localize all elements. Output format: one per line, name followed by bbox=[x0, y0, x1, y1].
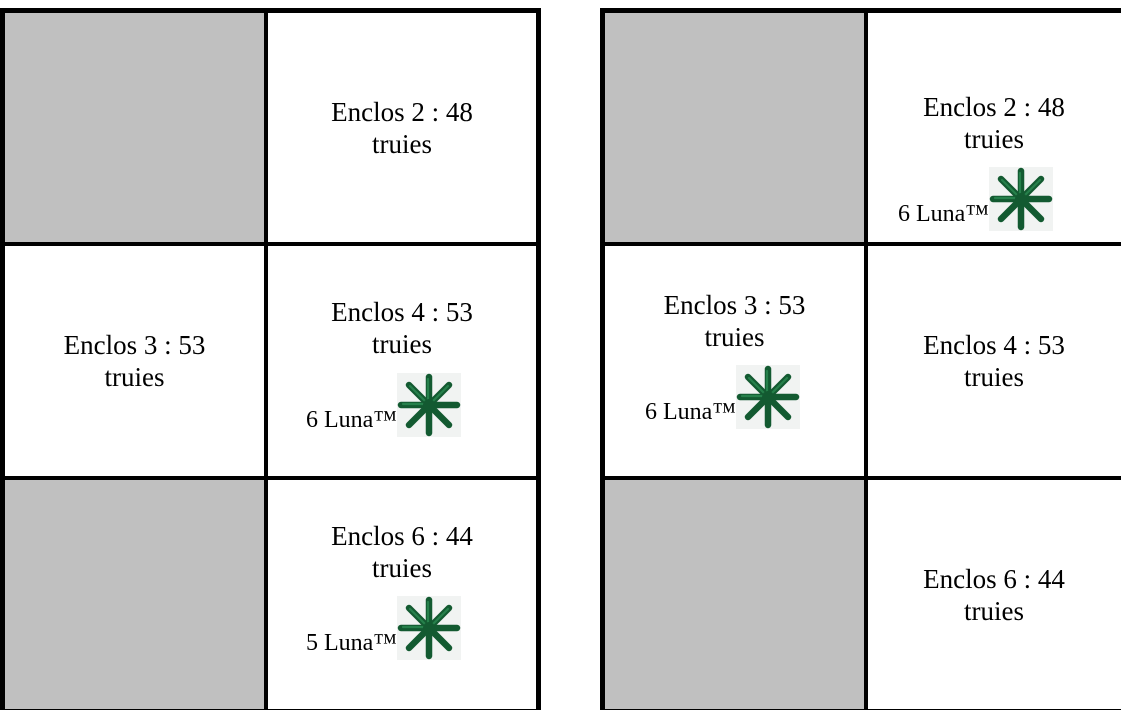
empty-cell bbox=[5, 13, 264, 242]
pen-unit: truies bbox=[372, 553, 432, 583]
left-pen-layout: Enclos 2 : 48 truies Enclos 3 : 53 truie… bbox=[0, 8, 541, 710]
pen-label: Enclos 6 : 44 truies bbox=[868, 563, 1120, 627]
pen-unit: truies bbox=[964, 595, 1024, 626]
pen-cell-6: Enclos 6 : 44 truies bbox=[868, 480, 1121, 709]
toy-count: 6 Luna™ bbox=[898, 201, 989, 227]
pen-cell-2: Enclos 2 : 48 truies bbox=[268, 13, 536, 242]
pen-unit: truies bbox=[964, 362, 1024, 392]
pen-unit: truies bbox=[964, 124, 1024, 154]
empty-cell bbox=[605, 13, 864, 242]
pen-number: Enclos 2 : 48 bbox=[923, 92, 1065, 122]
green-star-toy-icon bbox=[735, 365, 800, 429]
pen-unit: truies bbox=[372, 128, 432, 159]
pen-number: Enclos 2 : 48 bbox=[331, 96, 473, 127]
pen-cell-3: Enclos 3 : 53 truies bbox=[5, 246, 264, 476]
toy-info: 6 Luna™ bbox=[306, 373, 461, 437]
pen-label: Enclos 6 : 44 truies bbox=[268, 520, 536, 584]
pen-number: Enclos 6 : 44 bbox=[331, 521, 473, 551]
toy-count: 6 Luna™ bbox=[306, 407, 397, 433]
toy-info: 6 Luna™ bbox=[645, 365, 800, 429]
green-star-toy-icon bbox=[396, 596, 461, 660]
empty-cell bbox=[605, 480, 864, 709]
toy-info: 5 Luna™ bbox=[306, 596, 461, 660]
pen-label: Enclos 3 : 53 truies bbox=[5, 329, 264, 393]
pen-label: Enclos 4 : 53 truies bbox=[868, 329, 1120, 393]
pen-unit: truies bbox=[704, 322, 765, 352]
pen-number: Enclos 3 : 53 bbox=[663, 290, 806, 320]
pen-number: Enclos 4 : 53 bbox=[923, 330, 1065, 360]
pen-label: Enclos 2 : 48 truies bbox=[868, 91, 1120, 155]
pen-cell-3: Enclos 3 : 53 truies 6 Luna™ bbox=[605, 246, 864, 476]
pen-number: Enclos 3 : 53 bbox=[63, 330, 206, 360]
pen-number: Enclos 4 : 53 bbox=[331, 297, 473, 327]
toy-info: 6 Luna™ bbox=[898, 167, 1053, 231]
green-star-toy-icon bbox=[396, 373, 461, 437]
toy-count: 5 Luna™ bbox=[306, 630, 397, 656]
toy-count: 6 Luna™ bbox=[645, 399, 736, 425]
pen-cell-6: Enclos 6 : 44 truies 5 Luna™ bbox=[268, 480, 536, 709]
pen-unit: truies bbox=[104, 362, 165, 392]
green-star-toy-icon bbox=[988, 167, 1053, 231]
right-pen-layout: Enclos 2 : 48 truies 6 Luna™ Enclos 3 : … bbox=[600, 8, 1121, 710]
pen-number: Enclos 6 : 44 bbox=[923, 563, 1065, 594]
pen-unit: truies bbox=[372, 329, 432, 359]
pen-label: Enclos 3 : 53 truies bbox=[605, 289, 864, 353]
pen-label: Enclos 2 : 48 truies bbox=[268, 96, 536, 160]
pen-cell-4: Enclos 4 : 53 truies bbox=[868, 246, 1121, 476]
pen-cell-2: Enclos 2 : 48 truies 6 Luna™ bbox=[868, 13, 1121, 242]
empty-cell bbox=[5, 480, 264, 709]
pen-cell-4: Enclos 4 : 53 truies 6 Luna™ bbox=[268, 246, 536, 476]
pen-label: Enclos 4 : 53 truies bbox=[268, 296, 536, 360]
